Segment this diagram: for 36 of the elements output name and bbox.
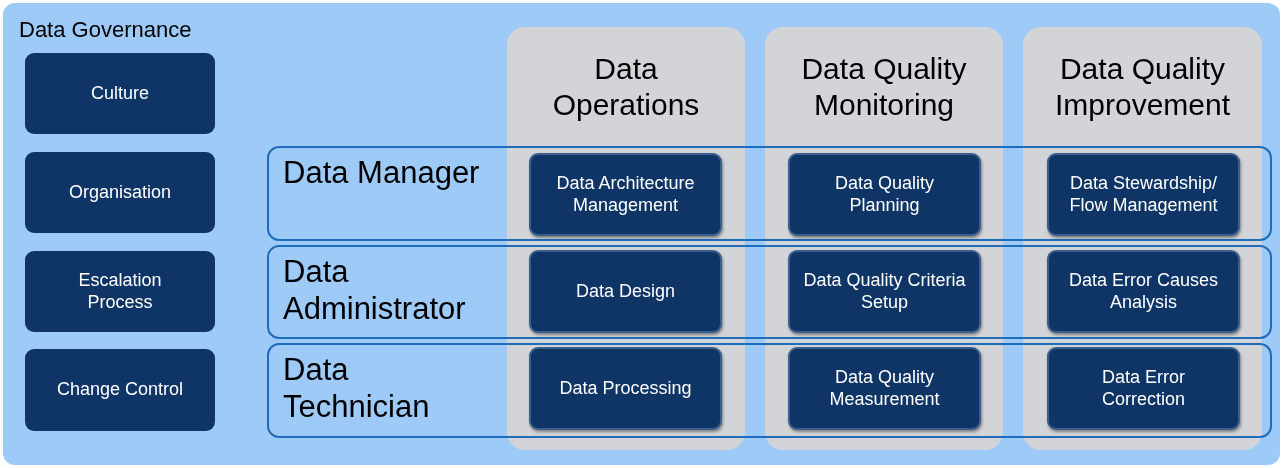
role-label: Data Technician — [283, 351, 431, 426]
column-heading: Data Operations — [551, 51, 701, 123]
role-label: Data Administrator — [283, 253, 467, 328]
function-box — [529, 250, 722, 333]
function-box — [1047, 153, 1240, 236]
role-band — [267, 146, 1272, 241]
function-label: Data Quality Planning — [833, 172, 935, 217]
function-box — [1047, 250, 1240, 333]
pillar-box — [25, 152, 215, 233]
function-box — [529, 153, 722, 236]
function-label: Data Design — [575, 280, 676, 303]
function-label: Data Stewardship/ Flow Management — [1068, 172, 1219, 217]
pillar-label: Escalation Process — [77, 269, 163, 314]
panel-title: Data Governance — [19, 17, 192, 43]
role-label: Data Manager — [283, 154, 481, 192]
function-label: Data Error Correction — [1101, 366, 1186, 411]
role-band — [267, 343, 1272, 438]
function-box — [788, 250, 981, 333]
pillar-box — [25, 349, 215, 431]
pillar-label: Culture — [91, 82, 149, 105]
function-box — [529, 347, 722, 430]
function-label: Data Quality Measurement — [828, 366, 941, 411]
pillar-label: Change Control — [56, 379, 184, 401]
role-band — [267, 245, 1272, 339]
column-heading: Data Quality Monitoring — [800, 51, 968, 123]
pillar-box — [25, 251, 215, 332]
function-label: Data Processing — [559, 377, 692, 400]
function-label: Data Error Causes Analysis — [1067, 269, 1220, 314]
function-box — [1047, 347, 1240, 430]
function-label: Data Quality Criteria Setup — [802, 269, 967, 314]
function-box — [788, 347, 981, 430]
function-box — [788, 153, 981, 236]
pillar-label: Organisation — [68, 181, 172, 204]
function-label: Data Architecture Management — [555, 172, 696, 217]
pillar-box — [25, 53, 215, 134]
column-heading: Data Quality Improvement — [1053, 51, 1232, 123]
